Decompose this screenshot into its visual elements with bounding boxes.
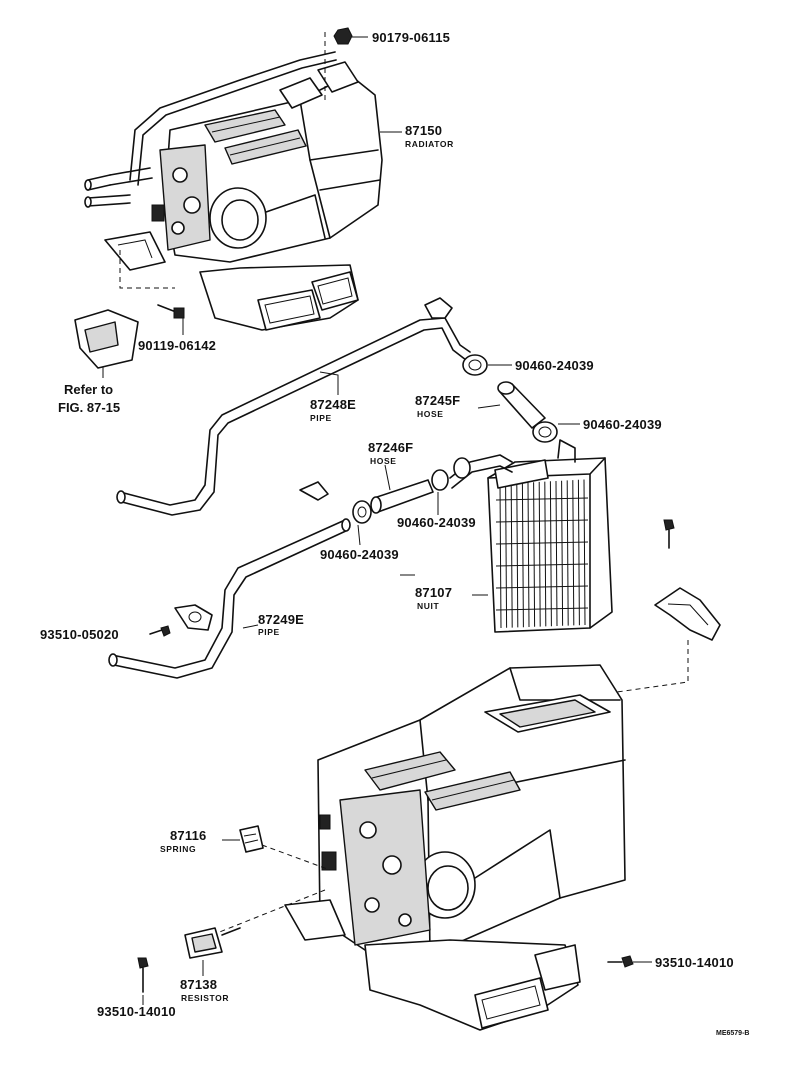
clamp-90460-24039-a bbox=[462, 354, 488, 376]
heater-core-fin bbox=[505, 483, 508, 628]
heater-core-fin bbox=[572, 480, 575, 626]
heater-core-fin bbox=[499, 483, 502, 629]
heater-core-fin bbox=[533, 482, 536, 627]
part-number-90460-24039-d: 90460-24039 bbox=[320, 547, 399, 562]
part-name-pipe-87249E: PIPE bbox=[258, 627, 280, 637]
part-number-87150: 87150 bbox=[405, 123, 443, 138]
screw-93510-14010-b bbox=[607, 955, 634, 968]
heater-core-tube bbox=[495, 497, 589, 501]
clamp-90460-24039-b bbox=[532, 421, 558, 443]
part-number-90179-06115: 90179-06115 bbox=[372, 30, 451, 45]
hose-87246F bbox=[370, 479, 434, 514]
heater-unit-bottom bbox=[211, 664, 626, 1031]
heater-core-fin bbox=[538, 481, 541, 627]
clamp-90460-24039-d bbox=[352, 500, 372, 524]
screw-93510-14010-a bbox=[137, 957, 149, 993]
part-number-90460-24039-b: 90460-24039 bbox=[583, 417, 662, 432]
heater-core-fin bbox=[516, 483, 519, 628]
bolt-90119-06142 bbox=[157, 304, 185, 319]
bracket-reference bbox=[74, 309, 139, 369]
heater-core-fin bbox=[510, 483, 513, 628]
heater-core-tube bbox=[495, 585, 589, 589]
heater-core-fin bbox=[544, 481, 547, 627]
part-number-90460-24039-a: 90460-24039 bbox=[515, 358, 594, 373]
heater-core-fin bbox=[561, 480, 564, 626]
reference-line1: Refer to bbox=[64, 382, 114, 397]
part-number-87245F: 87245F bbox=[415, 393, 461, 408]
part-name-hose-87245F: HOSE bbox=[417, 409, 444, 419]
part-number-87248E: 87248E bbox=[310, 397, 357, 412]
part-number-90460-24039-c: 90460-24039 bbox=[397, 515, 476, 530]
heater-core-fin bbox=[527, 482, 530, 628]
heater-core-fin bbox=[577, 479, 580, 626]
part-number-93510-14010-a: 93510-14010 bbox=[97, 1004, 176, 1019]
part-name-pipe-87248E: PIPE bbox=[310, 413, 332, 423]
heater-core-fin bbox=[583, 479, 586, 626]
reference-line2: FIG. 87-15 bbox=[58, 400, 121, 415]
diagram-code: ME6579-B bbox=[716, 1030, 750, 1037]
part-name-nuit: NUIT bbox=[417, 601, 440, 611]
part-number-93510-05020: 93510-05020 bbox=[40, 627, 119, 642]
part-number-87138: 87138 bbox=[180, 977, 218, 992]
heater-unit-top bbox=[84, 27, 383, 331]
part-number-87107: 87107 bbox=[415, 585, 453, 600]
heater-core-tube bbox=[495, 519, 589, 523]
part-number-87116: 87116 bbox=[170, 828, 207, 843]
part-number-93510-14010-b: 93510-14010 bbox=[655, 955, 734, 970]
heater-core-tube bbox=[495, 563, 589, 567]
part-number-87246F: 87246F bbox=[368, 440, 414, 455]
part-name-hose-87246F: HOSE bbox=[370, 456, 397, 466]
part-number-90119-06142: 90119-06142 bbox=[138, 338, 217, 353]
heater-core-fin bbox=[566, 480, 569, 626]
pipe-87249E bbox=[108, 481, 351, 679]
heater-core-87107 bbox=[449, 439, 613, 633]
part-name-spring: SPRING bbox=[160, 844, 197, 854]
part-name-resistor: RESISTOR bbox=[181, 993, 230, 1003]
heater-core-fin bbox=[521, 482, 524, 628]
heater-core-fin bbox=[549, 481, 552, 627]
heater-core-tube bbox=[495, 541, 589, 545]
hose-87245F bbox=[497, 381, 546, 429]
pipe-87248E bbox=[116, 297, 471, 516]
heater-core-fin bbox=[555, 480, 558, 627]
clamp-90460-24039-c bbox=[431, 457, 471, 491]
spring-87116 bbox=[239, 825, 264, 853]
part-number-87249E: 87249E bbox=[258, 612, 305, 627]
screw-93510-05020 bbox=[149, 625, 171, 637]
resistor-87138 bbox=[184, 927, 241, 959]
heater-core-tube bbox=[495, 607, 589, 611]
part-name-radiator: RADIATOR bbox=[405, 139, 454, 149]
